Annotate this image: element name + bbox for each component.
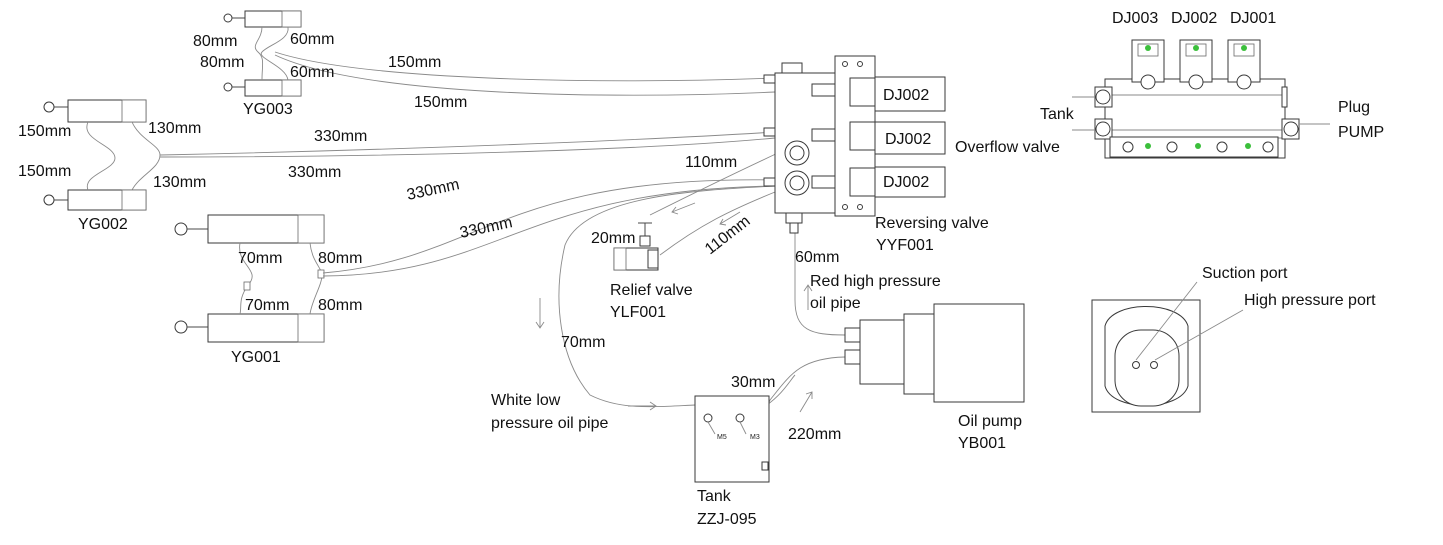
block-label-pump: PUMP [1338,124,1384,141]
tank-code: ZZJ-095 [697,511,757,528]
component-label-yg002: YG002 [78,216,128,233]
flow-arrows [535,202,813,413]
oil-pump-code: YB001 [958,435,1006,452]
dimension-label: 80mm [318,297,362,314]
component-label-yg001: YG001 [231,349,281,366]
red-pipe-label: Red high pressure [810,273,941,290]
high-pressure-port-label: High pressure port [1244,292,1376,309]
block-label-overflow: Overflow valve [955,139,1060,156]
dimension-label: 150mm [18,163,71,180]
port-label-m5: M5 [717,434,727,441]
suction-port-label: Suction port [1202,265,1288,282]
valve-label-dj: DJ002 [883,174,929,191]
dimension-label: 130mm [148,120,201,137]
pump-port-view [1091,281,1244,413]
reversing-valve-label: Reversing valve [875,215,989,232]
oil-pump-yb001 [844,303,1025,403]
dimension-label: 60mm [795,249,839,266]
diagram-labels: 80mm 60mm 80mm 60mm YG003 150mm 150mm 15… [18,10,1384,528]
dimension-label: 80mm [193,33,237,50]
hose-lines [159,51,846,469]
tank-label: Tank [697,488,732,505]
dimension-label: 330mm [314,128,367,145]
oil-pump-label: Oil pump [958,413,1022,430]
tank-zzj-095 [694,395,770,483]
block-label-dj001: DJ001 [1230,10,1276,27]
block-label-plug: Plug [1338,99,1370,116]
reversing-valve-code: YYF001 [876,237,934,254]
dimension-label: 130mm [153,174,206,191]
block-label-dj003: DJ003 [1112,10,1158,27]
dimension-label: 330mm [288,164,341,181]
relief-valve-label: Relief valve [610,282,693,299]
valve-label-dj: DJ002 [885,131,931,148]
cylinder-yg002 [43,99,161,211]
dimension-label: 30mm [731,374,775,391]
cylinder-yg001 [174,214,325,343]
dimension-label: 150mm [414,94,467,111]
dimension-label: 220mm [788,426,841,443]
relief-valve-ylf001 [613,222,659,271]
dimension-label: 20mm [591,230,635,247]
dimension-label: 60mm [290,64,334,81]
dimension-label: 60mm [290,31,334,48]
cylinder-yg003 [223,10,302,97]
white-pipe-label: White low [491,392,561,409]
dimension-label: 70mm [238,250,282,267]
valve-label-dj: DJ002 [883,87,929,104]
dimension-label: 80mm [318,250,362,267]
port-label-m3: M3 [750,434,760,441]
block-label-tank: Tank [1040,106,1075,123]
reversing-valve-yyf001 [763,55,946,234]
dimension-label: 330mm [405,176,461,204]
white-pipe-label: pressure oil pipe [491,415,609,432]
red-pipe-label: oil pipe [810,295,861,312]
dimension-label: 80mm [200,54,244,71]
dimension-label: 110mm [685,154,737,171]
component-label-yg003: YG003 [243,101,293,118]
dimension-label: 150mm [388,54,441,71]
dimension-label: 70mm [561,334,605,351]
manifold-block [1072,39,1330,159]
dimension-label: 150mm [18,123,71,140]
dimension-label: 70mm [245,297,289,314]
relief-valve-code: YLF001 [610,304,666,321]
block-label-dj002: DJ002 [1171,10,1217,27]
